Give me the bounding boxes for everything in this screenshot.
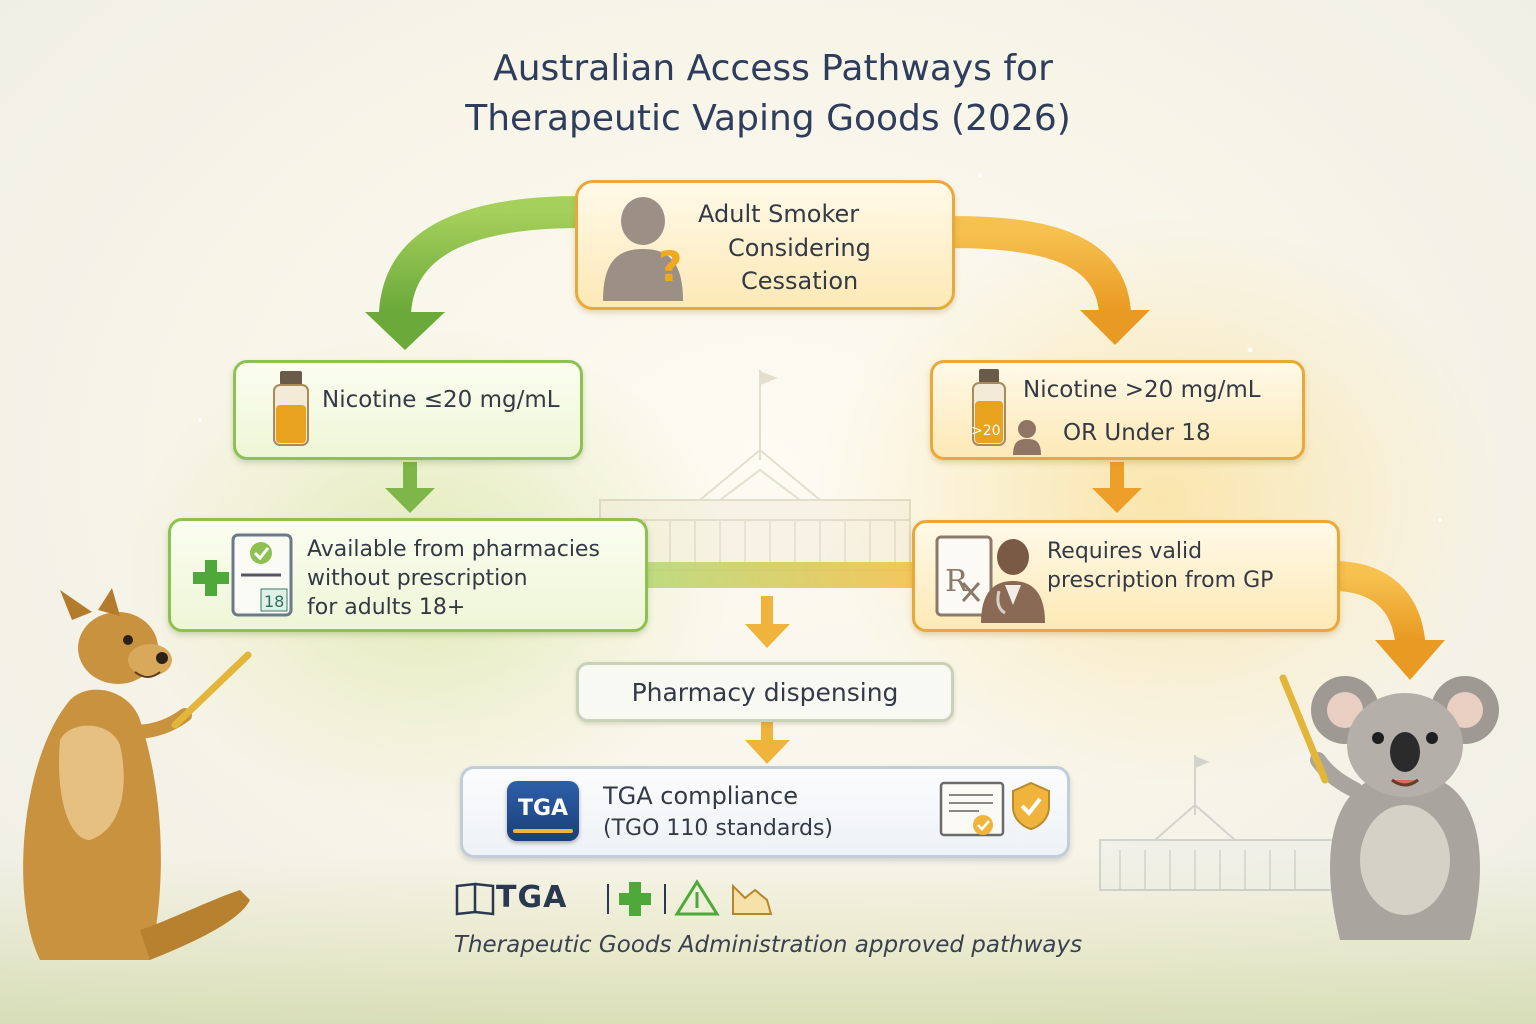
book-icon (455, 882, 495, 916)
pharmacy-access-box: 18 Available from pharmacies without pre… (168, 518, 648, 632)
high-nicotine-condition: >20 Nicotine >20 mg/mL OR Under 18 (930, 360, 1305, 460)
start-node-line1: Adult Smoker (698, 200, 860, 228)
arrow-to-pharmacy-access (385, 462, 435, 513)
svg-text:?: ? (658, 242, 682, 291)
koala-mascot (1279, 674, 1499, 940)
arrow-to-low-nicotine (365, 196, 596, 350)
pharmacy-dispensing-box: Pharmacy dispensing (576, 662, 954, 722)
nicotine-bottle-icon: >20 (971, 369, 1041, 455)
page-title-line2: Therapeutic Vaping Goods (2026) (465, 98, 1071, 139)
bottle-badge: >20 (971, 423, 1001, 439)
prescription-box: R Requires valid prescription from GP (912, 520, 1340, 632)
certificate-icon (939, 781, 1005, 837)
start-node: ? Adult Smoker Considering Cessation (575, 180, 955, 310)
svg-text:R: R (945, 564, 969, 599)
age-badge: 18 (264, 592, 284, 611)
parliament-house-small (1099, 755, 1341, 891)
pharmacy-access-line1: Available from pharmacies (307, 537, 600, 562)
tga-compliance-line1: TGA compliance (603, 782, 799, 810)
legend-tga-label: TGA (496, 880, 568, 915)
connector-bar (645, 562, 920, 588)
prescription-line2: prescription from GP (1047, 568, 1274, 593)
prescription-line1: Requires valid (1047, 539, 1203, 564)
low-nicotine-condition: Nicotine ≤20 mg/mL (233, 360, 583, 460)
page-title-line1: Australian Access Pathways for (493, 48, 1053, 89)
pharmacy-cross-icon (193, 560, 229, 596)
tga-logo-icon: TGA (507, 781, 579, 841)
high-nicotine-line2: OR Under 18 (1063, 420, 1211, 446)
pharmacy-dispensing-label: Pharmacy dispensing (631, 678, 899, 707)
pharmacy-access-line3: for adults 18+ (307, 595, 466, 620)
low-nicotine-label: Nicotine ≤20 mg/mL (322, 387, 560, 413)
legend-icons (455, 879, 773, 916)
parliament-house-illustration (599, 370, 911, 571)
doctor-icon (981, 539, 1045, 623)
age-id-card-icon: 18 (231, 533, 293, 617)
person-question-icon: ? (603, 197, 683, 301)
nicotine-bottle-icon (273, 371, 309, 446)
chart-icon (732, 883, 773, 915)
arrow-to-prescription (1092, 462, 1142, 513)
start-node-line2: Considering (728, 234, 871, 262)
arrow-to-dispensing (745, 596, 790, 648)
arrow-to-high-nicotine (934, 216, 1150, 345)
grass-ground (0, 854, 1536, 1024)
warning-triangle-icon (674, 879, 720, 916)
prescription-icon: R (935, 535, 993, 617)
start-node-line3: Cessation (741, 267, 859, 295)
tga-compliance-box: TGA TGA compliance (TGO 110 standards) (460, 766, 1070, 858)
high-nicotine-line1: Nicotine >20 mg/mL (1023, 377, 1261, 403)
tga-logo-text: TGA (517, 796, 569, 821)
pharmacy-cross-icon (619, 882, 651, 916)
arrow-to-compliance (745, 722, 790, 764)
arrow-to-koala (1323, 561, 1445, 680)
check-shield-icon (1012, 781, 1050, 831)
person-icon (1018, 420, 1036, 438)
tga-compliance-line2: (TGO 110 standards) (603, 816, 833, 841)
pharmacy-access-line2: without prescription (307, 566, 528, 591)
footer-caption: Therapeutic Goods Administration approve… (453, 932, 1083, 958)
kangaroo-mascot (23, 588, 252, 960)
